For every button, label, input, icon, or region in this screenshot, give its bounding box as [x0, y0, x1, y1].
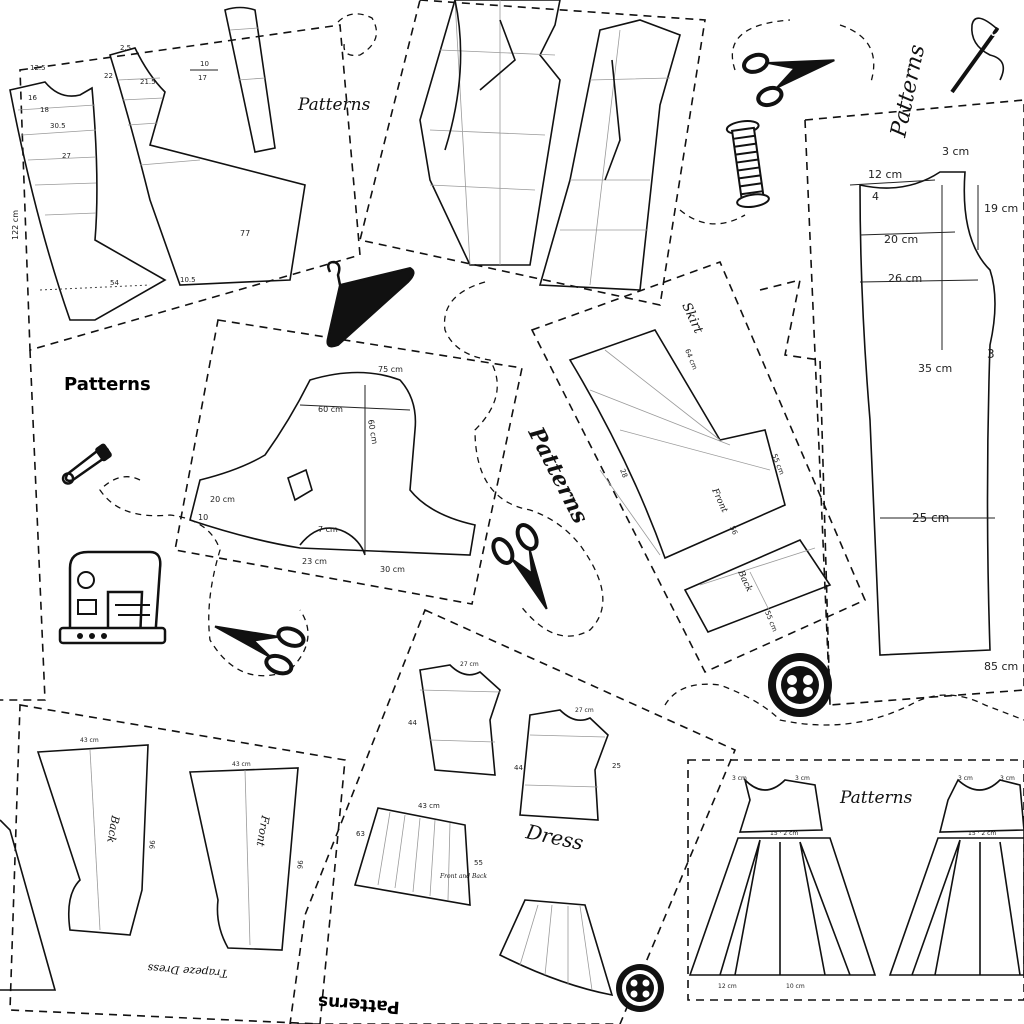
skirt-front-label: Front: [709, 486, 729, 514]
measure-75cm: 75 cm: [378, 365, 403, 374]
gown-measure-3cm-b: 3 cm: [795, 775, 810, 782]
safety-pin-icon: [61, 443, 112, 485]
button-icon: [616, 964, 664, 1012]
patterns-label-right: Patterns: [886, 42, 930, 140]
measure-55cm-b: 55 cm: [763, 610, 779, 633]
measure-10: 10: [198, 513, 208, 522]
trousers-back-pattern: Back 96 43 cm: [36, 737, 156, 936]
patterns-label-bottom: Patterns: [317, 991, 400, 1017]
gown-pattern-left: 3 cm 3 cm 15 · 2 cm 12 cm 10 cm: [688, 775, 877, 990]
measure-3: 3: [987, 347, 995, 361]
dress-pattern-front: 12.5 16 18 30.5 27 54 122 cm: [9, 64, 167, 321]
measure-12-5: 12.5: [30, 64, 46, 72]
measure-55cm: 55 cm: [770, 453, 786, 476]
gown-pattern-right: 3 cm 3 cm 15 · 2 cm: [888, 775, 1024, 976]
measure-7cm: 7 cm: [318, 525, 338, 534]
measure-17: 17: [198, 74, 207, 82]
measure-56: 56: [728, 525, 739, 537]
measure-44-a: 44: [408, 719, 417, 727]
skirt-back-label: Back: [735, 568, 754, 594]
sleeve-pattern: 17 10: [190, 6, 276, 153]
edge-skirt-fragment: [0, 819, 57, 991]
gown-measure-15-b: 15 · 2 cm: [968, 830, 996, 837]
measure-30-5: 30.5: [50, 122, 66, 130]
measure-27cm-b: 27 cm: [575, 707, 594, 714]
measure-43cm-b: 43 cm: [232, 761, 251, 768]
sewing-machine-icon: [58, 550, 167, 645]
skirt-label: Skirt: [678, 300, 706, 336]
measure-64cm: 64 cm: [683, 348, 699, 371]
measure-12cm: 12 cm: [868, 168, 902, 181]
jacket-pattern: [419, 0, 681, 291]
measure-28: 28: [618, 468, 629, 479]
scissors-icon: [742, 52, 835, 108]
measure-96-b: 96: [295, 860, 304, 870]
gown-measure-3cm-d: 3 cm: [1000, 775, 1015, 782]
gown-measure-3cm-c: 3 cm: [958, 775, 973, 782]
measure-26cm: 26 cm: [888, 272, 922, 285]
gown-measure-15-a: 15 · 2 cm: [770, 830, 798, 837]
measure-20cm: 20 cm: [210, 495, 235, 504]
measure-63: 63: [356, 830, 365, 838]
trousers-front-pattern: Front 96 43 cm: [189, 761, 304, 951]
hanger-icon: [326, 260, 415, 348]
trousers-front-label: Front: [254, 813, 272, 847]
measure-122: 122 cm: [11, 210, 20, 240]
dress-pattern-back: 2.5 21.5 22 77 10.5: [104, 44, 306, 286]
dress-label: Dress: [523, 819, 586, 855]
measure-18: 18: [40, 106, 49, 114]
patterns-label-center: Patterns: [522, 422, 593, 528]
measure-43cm: 43 cm: [418, 802, 440, 810]
measure-23cm: 23 cm: [302, 557, 327, 566]
measure-60cm-h: 60 cm: [318, 405, 343, 414]
cape-pattern: 75 cm 60 cm 60 cm 20 cm 10 7 cm 23 cm 30…: [189, 365, 476, 574]
small-bodice-patterns: 27 cm 44 27 cm 44 25: [408, 661, 621, 821]
measure-30cm: 30 cm: [380, 565, 405, 574]
measure-35cm: 35 cm: [918, 362, 952, 375]
measure-25: 25: [612, 762, 621, 770]
measure-4: 4: [872, 190, 879, 203]
patterns-label-left: Patterns: [64, 374, 151, 395]
patterns-label-gown: Patterns: [839, 788, 913, 808]
measure-10: 10: [200, 60, 209, 68]
measure-44-b: 44: [514, 764, 523, 772]
measure-77: 77: [240, 229, 250, 238]
scissors-icon: [214, 625, 306, 676]
patterns-label-top: Patterns: [297, 95, 371, 115]
small-flared-skirt: [498, 899, 614, 997]
measure-25cm: 25 cm: [912, 511, 949, 525]
front-and-back-label: Front and Back: [439, 873, 487, 880]
measure-85cm: 85 cm: [984, 660, 1018, 673]
measure-2-5: 2.5: [120, 44, 131, 52]
measure-20cm: 20 cm: [884, 233, 918, 246]
thread-spool-icon: [725, 120, 770, 208]
needle-icon: [950, 17, 1005, 94]
measure-10-5: 10.5: [180, 276, 196, 284]
scissors-icon: [491, 523, 548, 610]
measure-21-5: 21.5: [140, 78, 156, 86]
measure-22: 22: [104, 72, 113, 80]
measure-96-a: 96: [147, 840, 156, 850]
button-icon: [768, 653, 832, 717]
small-skirt-pattern: 43 cm 63 55 Front and Back: [353, 802, 487, 906]
measure-19cm: 19 cm: [984, 202, 1018, 215]
measure-3cm: 3 cm: [942, 145, 969, 158]
measure-55: 55: [474, 859, 483, 867]
measure-54: 54: [110, 279, 119, 287]
gown-measure-3cm-a: 3 cm: [732, 775, 747, 782]
gown-measure-10cm: 10 cm: [786, 983, 805, 990]
trousers-back-label: Back: [104, 813, 122, 844]
measure-60cm-v: 60 cm: [366, 419, 379, 445]
gown-measure-12cm: 12 cm: [718, 983, 737, 990]
skirt-pattern: Skirt Front Back 64 cm 55 cm 56 55 cm 28: [568, 300, 832, 633]
measure-16: 16: [28, 94, 37, 102]
trousers-pattern: 12 cm 3 cm 19 cm 20 cm 26 cm 35 cm 3 25 …: [849, 145, 1018, 673]
measure-27: 27: [62, 152, 71, 160]
measure-43cm-a: 43 cm: [80, 737, 99, 744]
trapeze-dress-label: Trapeze Dress: [147, 961, 228, 980]
dashed-cut-lines: [99, 13, 1024, 726]
measure-27cm-a: 27 cm: [460, 661, 479, 668]
